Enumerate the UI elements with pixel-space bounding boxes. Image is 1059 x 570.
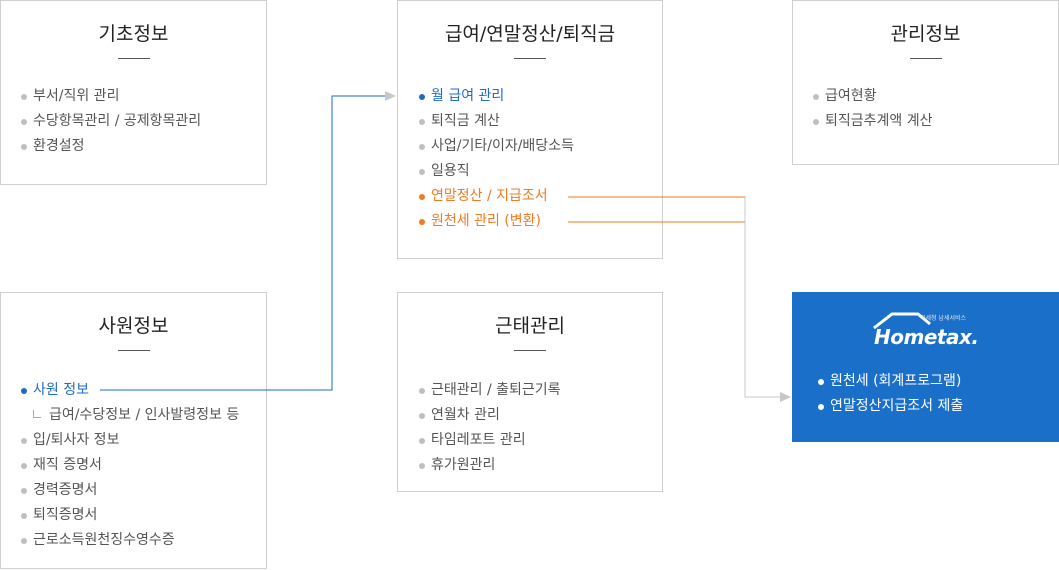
payroll-title: 급여/연말정산/퇴직금 bbox=[444, 23, 616, 45]
employee-info-box: 사원정보 사원 정보 급여/수당정보 / 인사발령정보 등 입/퇴사자 정보 재… bbox=[0, 292, 267, 569]
list-item: 환경설정 bbox=[21, 134, 201, 159]
house-roof-icon bbox=[873, 312, 931, 330]
list-item: 원천세 (회계프로그램) bbox=[818, 369, 963, 394]
title-separator bbox=[117, 350, 150, 351]
list-item: 재직 증명서 bbox=[21, 453, 239, 478]
management-info-title: 관리정보 bbox=[890, 23, 961, 45]
list-item: 입/퇴사자 정보 bbox=[21, 428, 239, 453]
title-separator bbox=[514, 350, 546, 351]
basic-info-title: 기초정보 bbox=[98, 23, 169, 45]
connector-gray-segment bbox=[744, 197, 781, 398]
hometax-box: 국세청 납세서비스 Hometax. 원천세 (회계프로그램) 연말정산지급조서… bbox=[792, 292, 1059, 442]
list-item-employee-info: 사원 정보 bbox=[21, 378, 239, 403]
list-item: 연말정산지급조서 제출 bbox=[818, 394, 963, 419]
employee-info-list: 사원 정보 급여/수당정보 / 인사발령정보 등 입/퇴사자 정보 재직 증명서… bbox=[21, 378, 239, 553]
hometax-logo-small-text: 국세청 납세서비스 bbox=[920, 315, 967, 322]
basic-info-list: 부서/직위 관리 수당항목관리 / 공제항목관리 환경설정 bbox=[21, 84, 201, 159]
list-item: 근태관리 / 출퇴근기록 bbox=[419, 378, 561, 403]
attendance-title: 근태관리 bbox=[495, 315, 565, 337]
title-separator bbox=[117, 58, 150, 59]
list-item: 급여현황 bbox=[813, 84, 933, 109]
arrow-head-icon bbox=[385, 91, 396, 101]
payroll-box: 급여/연말정산/퇴직금 월 급여 관리 퇴직금 계산 사업/기타/이자/배당소득… bbox=[397, 0, 663, 259]
title-separator bbox=[909, 58, 942, 59]
arrow-head-icon bbox=[780, 392, 791, 402]
hometax-list: 원천세 (회계프로그램) 연말정산지급조서 제출 bbox=[818, 369, 963, 419]
list-item: 사업/기타/이자/배당소득 bbox=[419, 134, 574, 159]
list-item: 퇴직증명서 bbox=[21, 503, 239, 528]
list-item: 퇴직금추계액 계산 bbox=[813, 109, 933, 134]
hometax-logo-text: Hometax. bbox=[874, 325, 979, 349]
list-item: 경력증명서 bbox=[21, 478, 239, 503]
attendance-list: 근태관리 / 출퇴근기록 연월차 관리 타임레포트 관리 휴가원관리 bbox=[419, 378, 561, 478]
payroll-list: 월 급여 관리 퇴직금 계산 사업/기타/이자/배당소득 일용직 연말정산 / … bbox=[419, 84, 574, 234]
list-item-year-end-settlement: 연말정산 / 지급조서 bbox=[419, 184, 574, 209]
list-item: 연월차 관리 bbox=[419, 403, 561, 428]
basic-info-box: 기초정보 부서/직위 관리 수당항목관리 / 공제항목관리 환경설정 bbox=[0, 0, 267, 185]
list-item: 부서/직위 관리 bbox=[21, 84, 201, 109]
list-item: 휴가원관리 bbox=[419, 453, 561, 478]
management-info-box: 관리정보 급여현황 퇴직금추계액 계산 bbox=[792, 0, 1059, 165]
list-item: 일용직 bbox=[419, 159, 574, 184]
list-item: 수당항목관리 / 공제항목관리 bbox=[21, 109, 201, 134]
list-subitem: 급여/수당정보 / 인사발령정보 등 bbox=[21, 403, 239, 428]
list-item-monthly-payroll: 월 급여 관리 bbox=[419, 84, 574, 109]
list-item: 타임레포트 관리 bbox=[419, 428, 561, 453]
list-item-withholding-tax: 원천세 관리 (변환) bbox=[419, 209, 574, 234]
employee-info-title: 사원정보 bbox=[98, 315, 169, 337]
title-separator bbox=[514, 58, 546, 59]
list-item: 근로소득원천징수영수증 bbox=[21, 528, 239, 553]
attendance-box: 근태관리 근태관리 / 출퇴근기록 연월차 관리 타임레포트 관리 휴가원관리 bbox=[397, 292, 663, 492]
list-item: 퇴직금 계산 bbox=[419, 109, 574, 134]
hometax-logo: 국세청 납세서비스 Hometax. bbox=[872, 310, 982, 350]
management-info-list: 급여현황 퇴직금추계액 계산 bbox=[813, 84, 933, 134]
